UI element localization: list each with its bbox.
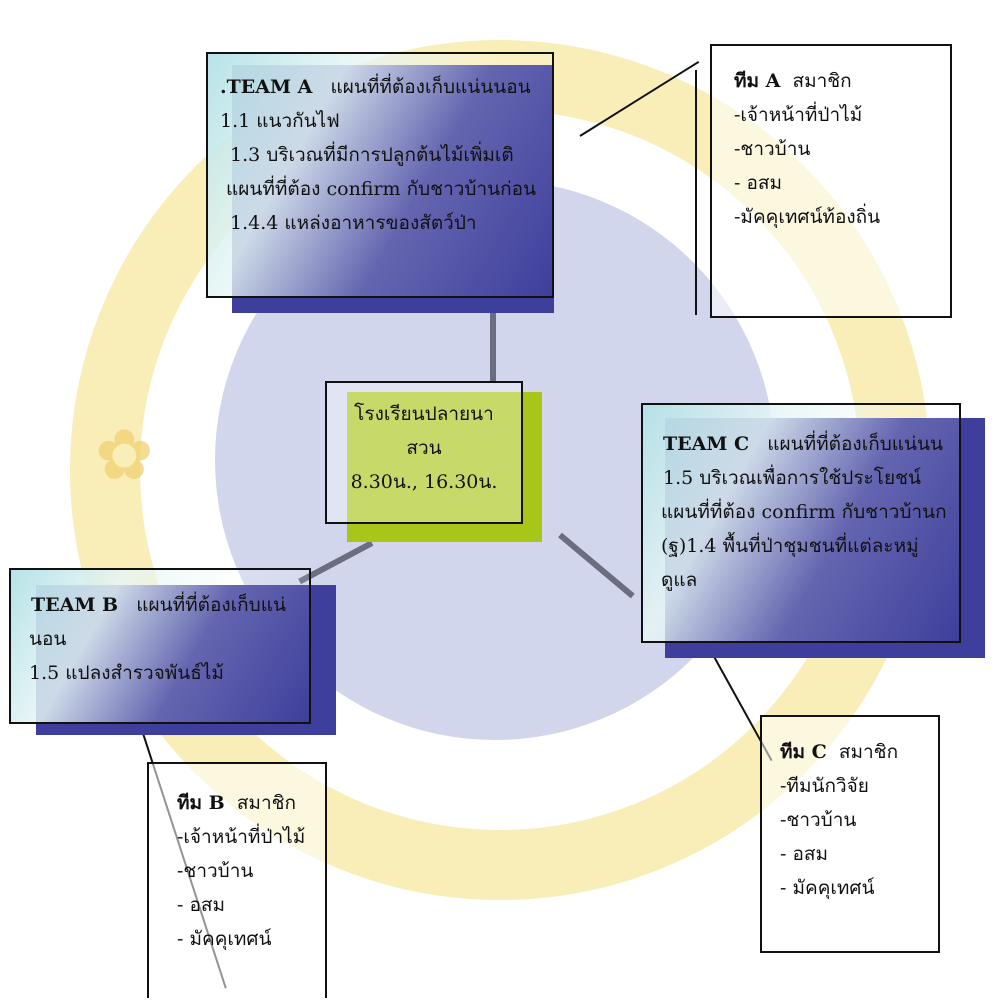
connector-team-a-members-vertical [695,70,697,315]
team-c-members-title-rest: สมาชิก [838,741,899,763]
center-shadow [347,392,542,542]
team-a-member-4: -มัคคุเทศน์ท้องถิ่น [734,206,881,228]
team-a-line-4: 1.4.4 แหล่งอาหารของสัตว์ป่า [230,212,477,234]
team-c-member-1: -ทีมนักวิจัย [780,775,869,797]
team-a-members-title-bold: ทีม A [734,70,781,92]
team-b-member-1: -เจ้าหน้าที่ป่าไม้ [177,826,306,848]
center-line-2: สวน [406,437,442,459]
center-line-1: โรงเรียนปลายนา [354,403,494,425]
team-c-member-4: - มัคคุเทศน์ [780,877,875,899]
team-b-line-2: 1.5 แปลงสำรวจพันธ์ไม้ [29,662,224,684]
team-b-members-box: ทีม B สมาชิก -เจ้าหน้าที่ป่าไม้ -ชาวบ้าน… [147,762,327,998]
team-c-member-3: - อสม [780,843,828,865]
team-a-members-title: ทีม A สมาชิก [734,64,950,98]
team-c-line-1: 1.5 บริเวณเพื่อการใช้ประโยชน์ [663,467,921,489]
team-a-line-3: แผนที่ที่ต้อง confirm กับชาวบ้านก่อน [226,178,537,200]
team-c-members-title-bold: ทีม C [780,741,827,763]
center-line-3: 8.30น., 16.30น. [350,471,498,493]
team-a-title: .TEAM A แผนที่ที่ต้องเก็บแน่นนอน [220,70,552,104]
team-a-member-2: -ชาวบ้าน [734,138,811,160]
team-b-member-3: - อสม [177,894,225,916]
team-b-members-title-bold: ทีม B [177,792,225,814]
connector-center-team-a [490,303,496,383]
team-c-member-2: -ชาวบ้าน [780,809,857,831]
team-c-members-box: ทีม C สมาชิก -ทีมนักวิจัย -ชาวบ้าน - อสม… [760,715,940,953]
team-c-title-bold: TEAM C [663,433,750,455]
team-b-members-title-rest: สมาชิก [236,792,297,814]
watermark-flower-left-icon: ✿ [95,414,154,496]
team-c-title: TEAM C แผนที่ที่ต้องเก็บแน่นน [663,427,959,461]
team-a-line-2: 1.3 บริเวณที่มีการปลูกต้นไม้เพิ่มเติ [230,144,514,166]
team-c-members-title: ทีม C สมาชิก [780,735,938,769]
team-c-title-rest: แผนที่ที่ต้องเก็บแน่นน [767,433,943,455]
team-a-title-rest: แผนที่ที่ต้องเก็บแน่นนอน [330,76,531,98]
team-b-title: TEAM B แผนที่ที่ต้องเก็บแน่ [31,588,309,622]
team-a-title-bold: .TEAM A [220,76,313,98]
team-a-box: .TEAM A แผนที่ที่ต้องเก็บแน่นนอน 1.1 แนว… [206,52,554,298]
team-a-member-1: -เจ้าหน้าที่ป่าไม้ [734,104,863,126]
team-a-members-box: ทีม A สมาชิก -เจ้าหน้าที่ป่าไม้ -ชาวบ้าน… [710,44,952,318]
team-c-line-3: (ฐ)1.4 พื้นที่ป่าชุมชนที่แต่ละหมู่ [661,535,919,557]
team-a-line-1: 1.1 แนวกันไฟ [220,110,340,132]
team-b-title-rest: แผนที่ที่ต้องเก็บแน่ [136,594,286,616]
team-a-member-3: - อสม [734,172,782,194]
team-a-members-title-rest: สมาชิก [792,70,852,92]
team-c-line-4: ดูแล [661,569,698,591]
center-box: โรงเรียนปลายนา สวน 8.30น., 16.30น. [325,381,523,524]
team-b-member-4: - มัคคุเทศน์ [177,928,272,950]
team-c-box: TEAM C แผนที่ที่ต้องเก็บแน่นน 1.5 บริเวณ… [641,403,961,643]
team-b-member-2: -ชาวบ้าน [177,860,254,882]
team-b-members-title: ทีม B สมาชิก [177,786,325,820]
team-b-title-bold: TEAM B [31,594,119,616]
team-c-line-2: แผนที่ที่ต้อง confirm กับชาวบ้านก [661,501,947,523]
team-b-line-1: นอน [29,628,67,650]
team-b-box: TEAM B แผนที่ที่ต้องเก็บแน่ นอน 1.5 แปลง… [9,568,311,724]
